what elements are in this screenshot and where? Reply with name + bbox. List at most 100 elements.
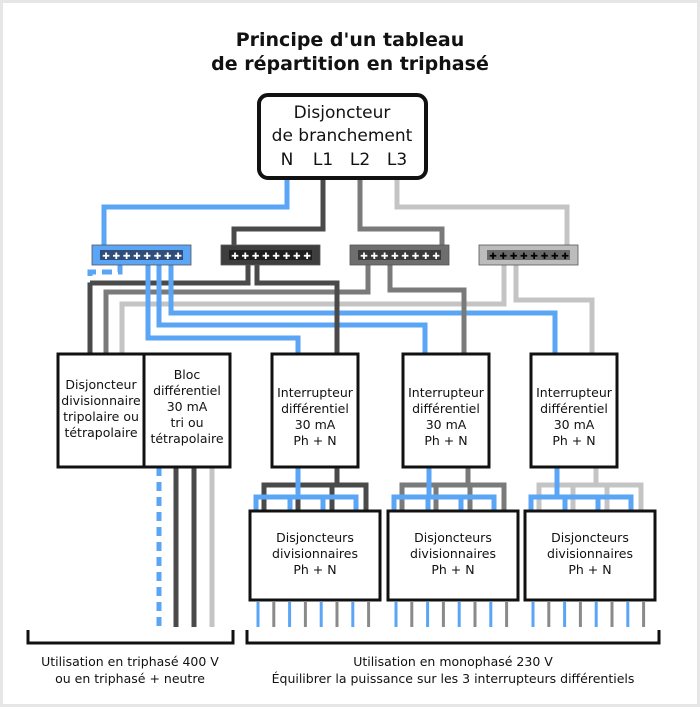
rcd-1-label-1: Interrupteur <box>277 385 354 400</box>
main-breaker-box <box>257 93 428 180</box>
terminal-screw-icon: ✚ <box>541 252 549 262</box>
wiring <box>87 180 646 627</box>
terminal-screw-icon: ✚ <box>113 252 121 262</box>
terminal-l3-label: L3 <box>387 150 407 170</box>
busbar-l2: ✚✚✚✚✚✚✚✚ <box>349 244 450 266</box>
terminal-l1-label: L1 <box>313 150 333 170</box>
terminal-screw-icon: ✚ <box>401 252 409 262</box>
main-breaker: Disjoncteur de branchement N L1 L2 L3 <box>257 93 428 180</box>
terminal-screw-icon: ✚ <box>252 252 260 262</box>
comb-1-neutral <box>253 494 359 511</box>
rcd-1: Interrupteur différentiel 30 mA Ph + N <box>270 352 360 469</box>
breaker-group-1-label-1: Disjoncteurs <box>276 530 354 545</box>
rcd-2-box <box>401 352 491 469</box>
terminal-screw-icon: ✚ <box>303 252 311 262</box>
terminal-screw-icon: ✚ <box>489 252 497 262</box>
comb-2-neutral <box>391 494 497 511</box>
bracket-triphase <box>26 630 235 645</box>
terminal-screw-icon: ✚ <box>391 252 399 262</box>
l2-to-rcd-2 <box>387 264 467 354</box>
terminal-screw-icon: ✚ <box>143 252 151 262</box>
terminal-screw-icon: ✚ <box>360 252 368 262</box>
rcd-3-label-4: Ph + N <box>552 433 595 448</box>
triphase-breaker-label-2: divisionnaire <box>61 393 141 408</box>
rcd-1-box <box>270 352 360 469</box>
rcd-2-label-3: 30 mA <box>426 417 467 432</box>
breaker-group-3-box <box>523 509 657 602</box>
busbar-l3-terminal-strip <box>487 250 570 260</box>
neutral-to-rcd-2 <box>156 264 428 354</box>
breaker-group-3-label-1: Disjoncteurs <box>551 530 629 545</box>
triphase-breaker: Disjoncteur divisionnaire tripolaire ou … <box>56 352 146 469</box>
triphase-breaker-label-4: tétrapolaire <box>64 425 137 440</box>
caption-triphase-2: ou en triphasé + neutre <box>55 671 205 686</box>
terminal-screw-icon: ✚ <box>422 252 430 262</box>
busbar-neutral-terminal-strip <box>100 250 183 260</box>
l2-to-tri-breaker <box>103 264 371 354</box>
triphase-diff-label-1: Bloc <box>174 367 201 382</box>
breaker-group-1-label-2: divisionnaires <box>272 546 358 561</box>
terminal-screw-icon: ✚ <box>432 252 440 262</box>
terminal-screw-icon: ✚ <box>530 252 538 262</box>
rcd-3: Interrupteur différentiel 30 mA Ph + N <box>529 352 619 469</box>
l3-to-rcd-3 <box>513 264 595 354</box>
terminal-screw-icon: ✚ <box>520 252 528 262</box>
breaker-group-3: Disjoncteurs divisionnaires Ph + N <box>523 509 657 602</box>
caption-monophase-2: Équilibrer la puissance sur les 3 interr… <box>272 671 635 686</box>
rcd-1-label-2: différentiel <box>281 401 349 416</box>
title-line-2: de répartition en triphasé <box>211 53 489 75</box>
terminal-screw-icon: ✚ <box>102 252 110 262</box>
neutral-to-rcd-1 <box>145 264 301 354</box>
rcd-2-label-2: différentiel <box>412 401 480 416</box>
triphase-diff-label-2: différentiel <box>153 383 221 398</box>
terminal-screw-icon: ✚ <box>561 252 569 262</box>
feed-l3 <box>394 180 570 245</box>
triphase-diff-box <box>142 352 232 469</box>
terminal-screw-icon: ✚ <box>381 252 389 262</box>
breaker-group-2-label-3: Ph + N <box>431 562 474 577</box>
terminal-screw-icon: ✚ <box>242 252 250 262</box>
breaker-group-2: Disjoncteurs divisionnaires Ph + N <box>386 509 520 602</box>
terminal-screw-icon: ✚ <box>164 252 172 262</box>
terminal-screw-icon: ✚ <box>371 252 379 262</box>
terminal-screw-icon: ✚ <box>262 252 270 262</box>
rcd-3-label-1: Interrupteur <box>536 385 613 400</box>
l3-to-tri-breaker <box>119 264 507 354</box>
terminal-l2-label: L2 <box>350 150 370 170</box>
rcd-3-box <box>529 352 619 469</box>
terminal-screw-icon: ✚ <box>174 252 182 262</box>
feed-l2 <box>357 180 445 245</box>
terminal-screw-icon: ✚ <box>123 252 131 262</box>
breaker-group-3-label-2: divisionnaires <box>547 546 633 561</box>
terminal-screw-icon: ✚ <box>154 252 162 262</box>
l1-to-tri-breaker-h <box>90 264 251 286</box>
neutral-to-tri-breaker <box>87 264 123 354</box>
triphase-breaker-label-1: Disjoncteur <box>65 377 137 392</box>
rcd-2-label-4: Ph + N <box>424 433 467 448</box>
rcd-3-label-3: 30 mA <box>554 417 595 432</box>
breaker-group-3-label-3: Ph + N <box>568 562 611 577</box>
busbar-neutral: ✚✚✚✚✚✚✚✚ <box>91 244 192 266</box>
rcd-2-label-1: Interrupteur <box>408 385 485 400</box>
triphase-diff-label-5: tétrapolaire <box>150 431 223 446</box>
triphase-diff-label-3: 30 mA <box>167 399 208 414</box>
busbars: ✚✚✚✚✚✚✚✚✚✚✚✚✚✚✚✚✚✚✚✚✚✚✚✚✚✚✚✚✚✚✚✚ <box>91 244 579 266</box>
breaker-group-2-label-1: Disjoncteurs <box>414 530 492 545</box>
terminal-screw-icon: ✚ <box>510 252 518 262</box>
busbar-l1: ✚✚✚✚✚✚✚✚ <box>220 244 321 266</box>
terminal-screw-icon: ✚ <box>412 252 420 262</box>
terminal-screw-icon: ✚ <box>283 252 291 262</box>
terminal-n-label: N <box>281 150 294 170</box>
triphase-diff-label-4: tri ou <box>170 415 203 430</box>
breaker-group-1-label-3: Ph + N <box>293 562 336 577</box>
bracket-monophase <box>245 630 661 645</box>
terminal-screw-icon: ✚ <box>133 252 141 262</box>
feed-neutral <box>101 180 290 245</box>
caption-triphase-1: Utilisation en triphasé 400 V <box>41 654 219 669</box>
comb-3-neutral <box>528 494 634 511</box>
feed-l1 <box>231 180 326 245</box>
rcd-1-label-3: 30 mA <box>295 417 336 432</box>
busbar-l1-terminal-strip <box>229 250 312 260</box>
breaker-group-2-box <box>386 509 520 602</box>
